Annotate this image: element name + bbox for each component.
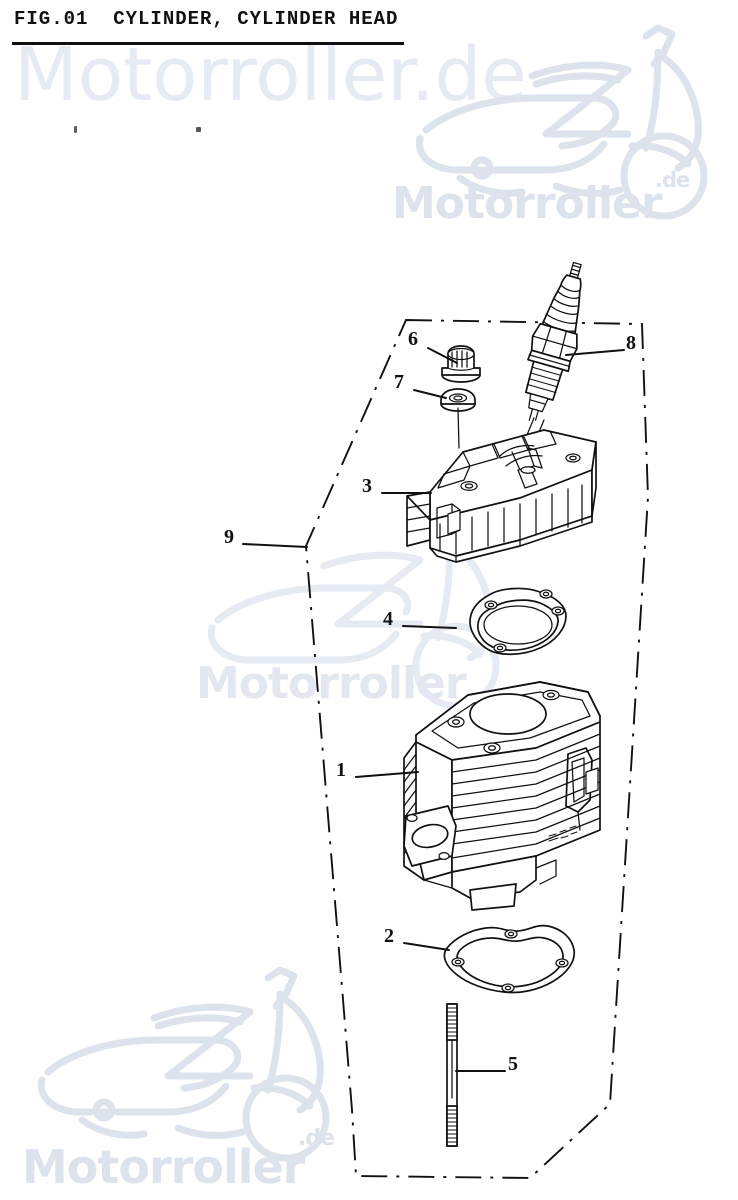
leader-line-9 xyxy=(242,543,308,548)
scan-speck xyxy=(74,126,77,133)
part-cylinder-head xyxy=(406,429,597,563)
callout-number-3[interactable]: 3 xyxy=(362,475,372,497)
callout-number-9[interactable]: 9 xyxy=(224,526,234,548)
callout-number-2[interactable]: 2 xyxy=(384,925,394,947)
callout-number-6[interactable]: 6 xyxy=(408,328,418,350)
page-title: FIG.01 CYLINDER, CYLINDER HEAD xyxy=(14,8,399,30)
fastener-alignment-line xyxy=(457,407,460,449)
assembly-boundary-outline xyxy=(305,319,649,1179)
leader-line-1 xyxy=(355,771,419,778)
leader-line-2 xyxy=(403,942,450,951)
callout-number-1[interactable]: 1 xyxy=(336,759,346,781)
leader-line-6 xyxy=(427,347,458,364)
part-spark-plug xyxy=(525,261,582,422)
callout-number-4[interactable]: 4 xyxy=(383,608,393,630)
part-cap-nut xyxy=(441,345,481,383)
leader-line-4 xyxy=(402,625,457,629)
leader-line-7 xyxy=(413,389,447,399)
part-cylinder-head-gasket xyxy=(469,587,567,656)
part-cylinder-base-gasket xyxy=(443,924,576,994)
leader-line-8 xyxy=(565,349,625,356)
callout-number-8[interactable]: 8 xyxy=(626,332,636,354)
part-stud-bolt xyxy=(446,1003,458,1147)
title-underline xyxy=(12,42,404,45)
scan-speck xyxy=(196,127,201,132)
callout-number-7[interactable]: 7 xyxy=(394,371,404,393)
callout-leader-lines xyxy=(242,347,625,1072)
part-cylinder-block xyxy=(403,681,601,911)
part-washer xyxy=(440,388,476,412)
callout-number-5[interactable]: 5 xyxy=(508,1053,518,1075)
